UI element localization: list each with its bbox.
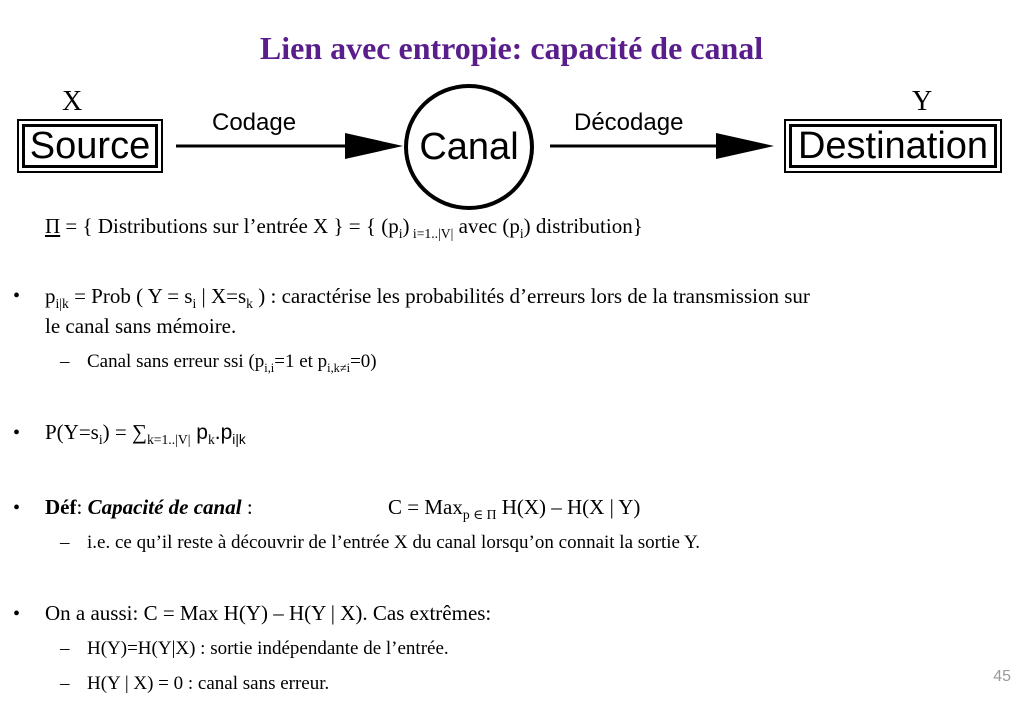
diagram-arrows: [176, 133, 774, 159]
codage-arrowhead: [345, 133, 403, 159]
capacity-formula: C = Maxp ∈ Π H(X) – H(X | Y): [388, 495, 641, 523]
bullet-output-probability: P(Y=si) = ∑k=1..|V| pk.pi|k: [45, 420, 246, 448]
bullet-pi-definition: Π = { Distributions sur l’entrée X } = {…: [45, 214, 643, 242]
page-number: 45: [993, 668, 1011, 685]
sub-marker: –: [60, 673, 70, 694]
destination-box: Destination: [784, 119, 1002, 173]
slide-title: Lien avec entropie: capacité de canal: [259, 30, 764, 66]
canal-sans-erreur-condition: Canal sans erreur ssi (pi,i=1 et pi,k≠i=…: [87, 351, 377, 375]
x-label: X: [62, 86, 83, 117]
bullet-marker: •: [13, 497, 21, 519]
bullet-marker: •: [13, 603, 21, 625]
canal-circle: Canal: [404, 84, 534, 210]
bullet-marker: •: [13, 285, 21, 307]
extreme-case-independent: H(Y)=H(Y|X) : sortie indépendante de l’e…: [87, 638, 449, 659]
source-box: Source: [17, 119, 163, 173]
decodage-arrowhead: [716, 133, 774, 159]
sub-marker: –: [60, 638, 70, 659]
bullet-pik-definition: pi|k = Prob ( Y = si | X=sk ) : caractér…: [45, 284, 810, 312]
decodage-label: Décodage: [574, 109, 684, 136]
capacity-explanation: i.e. ce qu’il reste à découvrir de l’ent…: [87, 532, 701, 553]
bullet-alternative-formula: On a aussi: C = Max H(Y) – H(Y | X). Cas…: [45, 601, 492, 625]
extreme-case-errorless: H(Y | X) = 0 : canal sans erreur.: [87, 673, 330, 694]
sub-marker: –: [60, 532, 70, 553]
sub-marker: –: [60, 351, 70, 372]
y-label: Y: [912, 86, 933, 117]
codage-label: Codage: [212, 109, 297, 136]
bullet-capacity-definition: Déf: Capacité de canal :: [45, 495, 253, 519]
bullet-marker: •: [13, 422, 21, 444]
bullet-pik-line2: le canal sans mémoire.: [45, 314, 237, 338]
